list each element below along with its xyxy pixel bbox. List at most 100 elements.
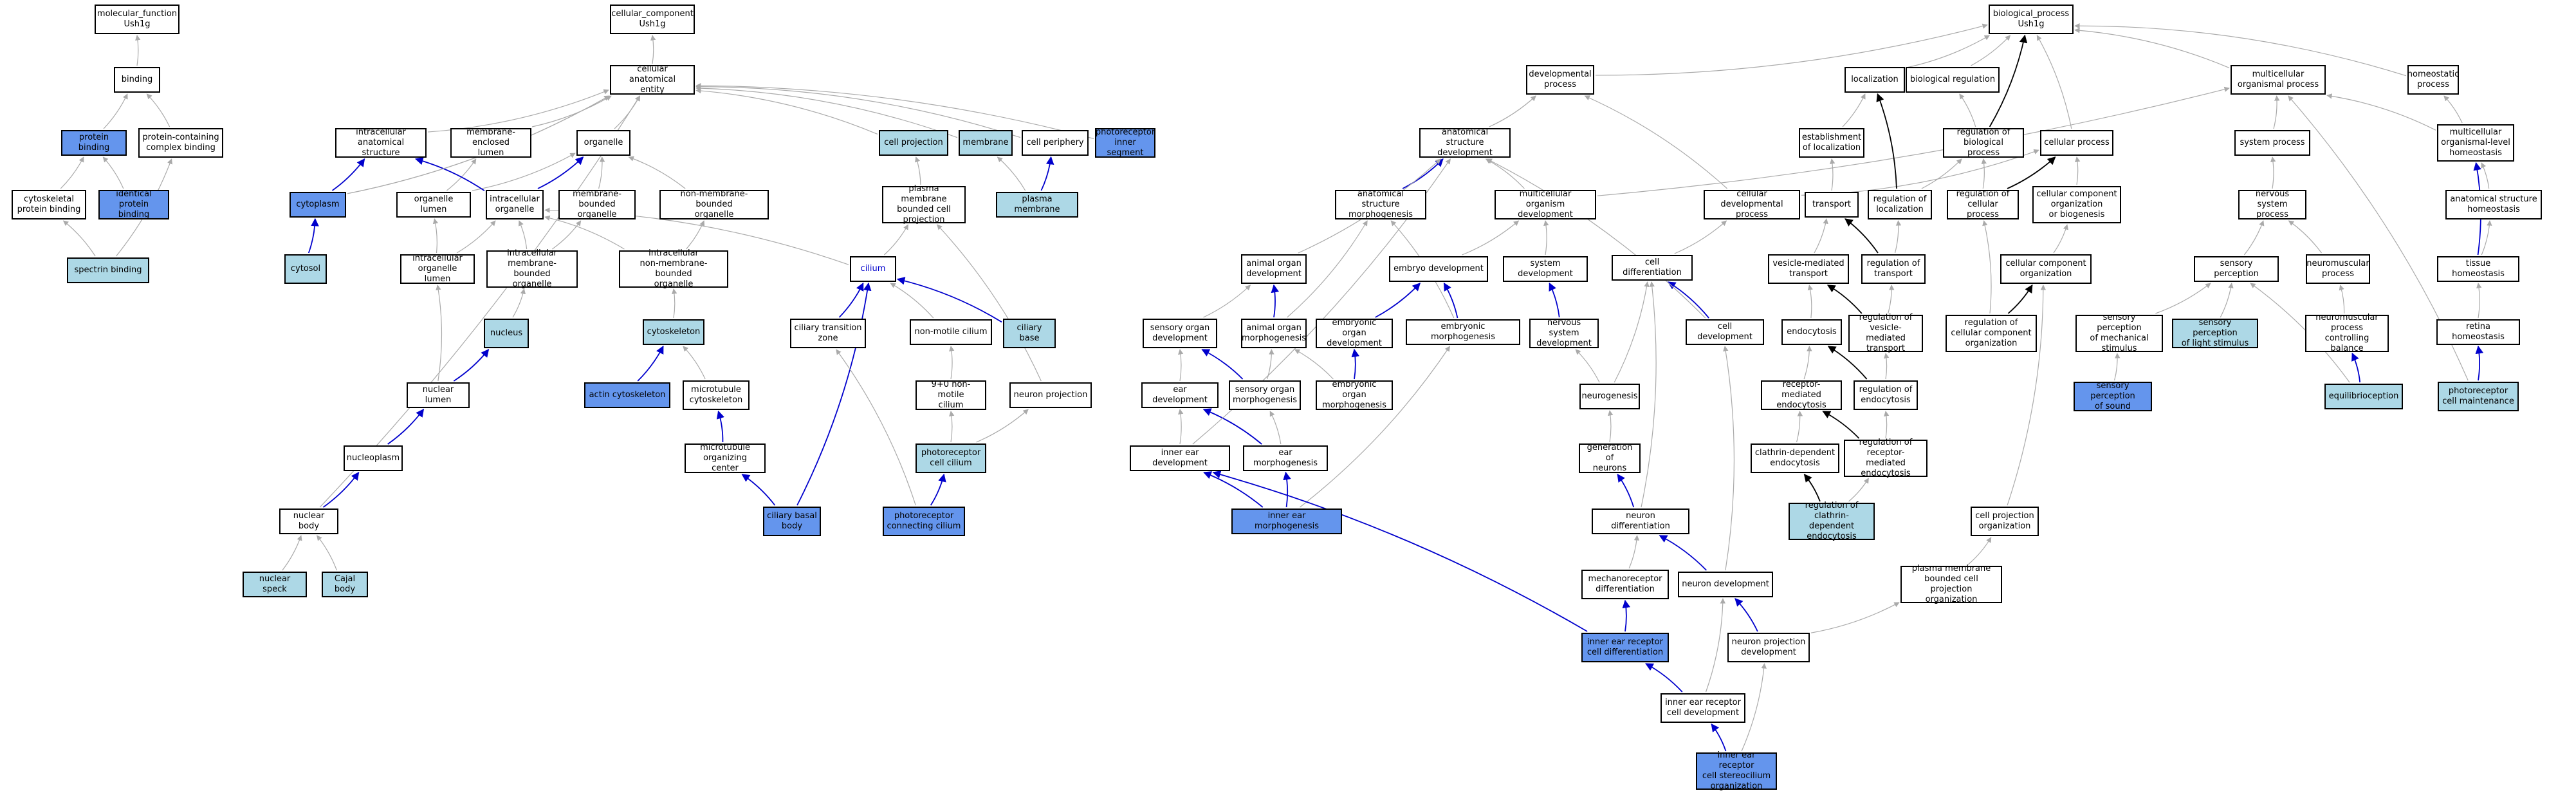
go-node-mclh[interactable]: multicellular organismal-level homeostas… <box>2437 124 2514 162</box>
go-node-actin[interactable]: actin cytoskeleton <box>584 382 670 408</box>
go-node-ninezero[interactable]: 9+0 non-motile cilium <box>915 380 986 410</box>
go-node-pmbcp[interactable]: plasma membrane bounded cell projection <box>882 184 966 225</box>
go-node-pccbind[interactable]: protein-containing complex binding <box>138 128 223 158</box>
go-node-ccob[interactable]: cellular component organization or bioge… <box>2032 186 2121 223</box>
go-node-photoconn[interactable]: photoreceptor connecting cilium <box>883 507 965 536</box>
go-node-photoinner[interactable]: photoreceptor inner segment <box>1095 127 1155 158</box>
go-node-nonmembbound[interactable]: non-membrane-bounded organelle <box>659 189 769 219</box>
go-node-mod[interactable]: multicellular organism development <box>1495 189 1596 219</box>
go-node-bioreg[interactable]: biological regulation <box>1906 67 2000 93</box>
go-node-nucleoplasm[interactable]: nucleoplasm <box>344 445 403 471</box>
go-node-celldevproc[interactable]: cellular developmental process <box>1704 189 1800 219</box>
go-node-multiorg[interactable]: multicellular organismal process <box>2231 65 2326 95</box>
go-node-nucleus[interactable]: nucleus <box>484 319 529 348</box>
go-node-genneur[interactable]: generation of neurons <box>1579 443 1641 473</box>
go-node-ciltrans[interactable]: ciliary transition zone <box>790 319 866 348</box>
go-node-spms[interactable]: sensory perception of mechanical stimulu… <box>2075 313 2163 353</box>
go-node-membrane[interactable]: membrane <box>959 130 1013 156</box>
go-node-iercd[interactable]: inner ear receptor cell differentiation <box>1581 633 1669 662</box>
go-node-embmorph[interactable]: embryonic morphogenesis <box>1406 319 1520 345</box>
go-node-celldiff[interactable]: cell differentiation <box>1612 255 1693 281</box>
go-node-localization[interactable]: localization <box>1845 67 1905 93</box>
go-node-cco[interactable]: cellular component organization <box>2000 254 2092 284</box>
go-node-regbio[interactable]: regulation of biological process <box>1943 127 2024 158</box>
go-node-rme[interactable]: receptor-mediated endocytosis <box>1761 380 1842 410</box>
go-node-equil[interactable]: equilibrioception <box>2324 384 2403 409</box>
go-node-retinahomeo[interactable]: retina homeostasis <box>2436 319 2520 345</box>
go-node-vmt[interactable]: vesicle-mediated transport <box>1768 254 1849 284</box>
go-node-regloc[interactable]: regulation of localization <box>1868 190 1932 219</box>
go-node-sysdev[interactable]: system development <box>1503 256 1588 282</box>
go-node-cellproj[interactable]: cell projection <box>879 130 948 156</box>
go-node-devproc[interactable]: developmental process <box>1526 65 1594 95</box>
go-node-photomaint[interactable]: photoreceptor cell maintenance <box>2438 382 2519 411</box>
go-node-intorg[interactable]: intracellular organelle <box>486 190 544 219</box>
go-node-cytoskbind[interactable]: cytoskeletal protein binding <box>12 190 86 219</box>
go-node-intnonmemb[interactable]: intracellular non-membrane-bounded organ… <box>619 248 728 289</box>
go-node-iercso[interactable]: inner ear receptor cell stereocilium org… <box>1696 751 1777 791</box>
go-node-homeo[interactable]: homeostatic process <box>2407 65 2459 95</box>
go-node-identbind[interactable]: identical protein binding <box>98 189 169 219</box>
go-node-pmbcpo[interactable]: plasma membrane bounded cell projection … <box>1900 564 2002 604</box>
go-node-neuromusc[interactable]: neuromuscular process <box>2306 254 2370 284</box>
go-node-bp[interactable]: biological_process Ush1g <box>1989 5 2074 34</box>
go-node-regcde[interactable]: regulation of clathrin-dependent endocyt… <box>1789 501 1875 541</box>
go-node-cae[interactable]: cellular anatomical entity <box>610 64 695 95</box>
go-node-mf[interactable]: molecular_function Ush1g <box>95 5 179 34</box>
go-node-asm[interactable]: anatomical structure morphogenesis <box>1335 189 1426 219</box>
go-node-transport[interactable]: transport <box>1805 192 1859 218</box>
go-node-cellprojorg[interactable]: cell projection organization <box>1971 507 2039 536</box>
go-node-mtoc[interactable]: microtubule organizing center <box>685 443 766 473</box>
go-node-splight[interactable]: sensory perception of light stimulus <box>2172 318 2258 348</box>
go-node-sensperc[interactable]: sensory perception <box>2194 256 2279 282</box>
go-node-estloc[interactable]: establishment of localization <box>1799 128 1864 158</box>
go-node-cilbase[interactable]: ciliary base <box>1003 319 1056 348</box>
go-node-protbind[interactable]: protein binding <box>61 130 127 156</box>
go-node-orglumen[interactable]: organelle lumen <box>396 192 471 218</box>
go-node-ias[interactable]: intracellular anatomical structure <box>335 127 427 158</box>
go-node-organelle[interactable]: organelle <box>576 130 630 156</box>
go-node-cilium[interactable]: cilium <box>850 256 896 282</box>
go-node-photocil[interactable]: photoreceptor cell cilium <box>915 443 986 473</box>
go-node-cytosol[interactable]: cytosol <box>284 254 327 284</box>
go-node-regcellproc[interactable]: regulation of cellular process <box>1947 189 2019 219</box>
go-node-neurdiff[interactable]: neuron differentiation <box>1592 508 1689 534</box>
go-node-aom[interactable]: animal organ morphogenesis <box>1241 319 1307 348</box>
go-node-nsd[interactable]: nervous system development <box>1529 318 1599 348</box>
go-node-plasmamemb[interactable]: plasma membrane <box>996 192 1078 218</box>
go-node-membencl[interactable]: membrane-enclosed lumen <box>450 127 531 158</box>
go-node-eom[interactable]: embryonic organ morphogenesis <box>1316 380 1393 410</box>
go-node-nucbody[interactable]: nuclear body <box>279 508 338 534</box>
go-node-eardev[interactable]: ear development <box>1141 382 1219 408</box>
go-node-mtcytosk[interactable]: microtubule cytoskeleton <box>683 380 750 410</box>
go-node-binding[interactable]: binding <box>114 67 160 93</box>
go-node-nsp[interactable]: nervous system process <box>2238 189 2306 219</box>
go-node-cajal[interactable]: Cajal body <box>322 572 368 597</box>
go-node-nonmotile[interactable]: non-motile cilium <box>910 319 992 345</box>
go-node-intorglumen[interactable]: intracellular organelle lumen <box>400 254 475 284</box>
go-node-endocytosis[interactable]: endocytosis <box>1781 319 1842 345</box>
go-node-regcco[interactable]: regulation of cellular component organiz… <box>1946 315 2037 352</box>
go-node-npd[interactable]: neuron projection development <box>1727 633 1810 662</box>
go-node-earmorph[interactable]: ear morphogenesis <box>1243 445 1328 471</box>
go-node-intmembbound[interactable]: intracellular membrane-bounded organelle <box>486 248 578 289</box>
go-node-mechdiff[interactable]: mechanoreceptor differentiation <box>1581 570 1669 599</box>
go-node-regendo[interactable]: regulation of endocytosis <box>1854 380 1918 410</box>
go-node-neuronproj[interactable]: neuron projection <box>1009 382 1092 408</box>
go-node-iem[interactable]: inner ear morphogenesis <box>1231 508 1342 534</box>
go-node-nucspeck[interactable]: nuclear speck <box>243 572 307 597</box>
go-node-eod[interactable]: embryonic organ development <box>1316 318 1393 348</box>
go-node-asd[interactable]: anatomical structure development <box>1419 127 1511 158</box>
go-node-spectrin[interactable]: spectrin binding <box>67 257 149 283</box>
go-node-embdev[interactable]: embryo development <box>1389 256 1488 282</box>
go-node-tissuehomeo[interactable]: tissue homeostasis <box>2437 256 2519 282</box>
go-node-celldev[interactable]: cell development <box>1686 319 1764 345</box>
go-node-cytoskeleton[interactable]: cytoskeleton <box>643 319 704 345</box>
go-node-cc[interactable]: cellular_component Ush1g <box>610 5 695 34</box>
go-node-cytoplasm[interactable]: cytoplasm <box>290 192 346 218</box>
go-node-regvmt[interactable]: regulation of vesicle-mediated transport <box>1848 313 1923 353</box>
go-node-cilbasal[interactable]: ciliary basal body <box>763 507 821 536</box>
go-node-cde[interactable]: clathrin-dependent endocytosis <box>1751 443 1839 473</box>
go-node-membbound[interactable]: membrane-bounded organelle <box>558 189 636 219</box>
go-node-regrme[interactable]: regulation of receptor-mediated endocyto… <box>1844 438 1927 478</box>
